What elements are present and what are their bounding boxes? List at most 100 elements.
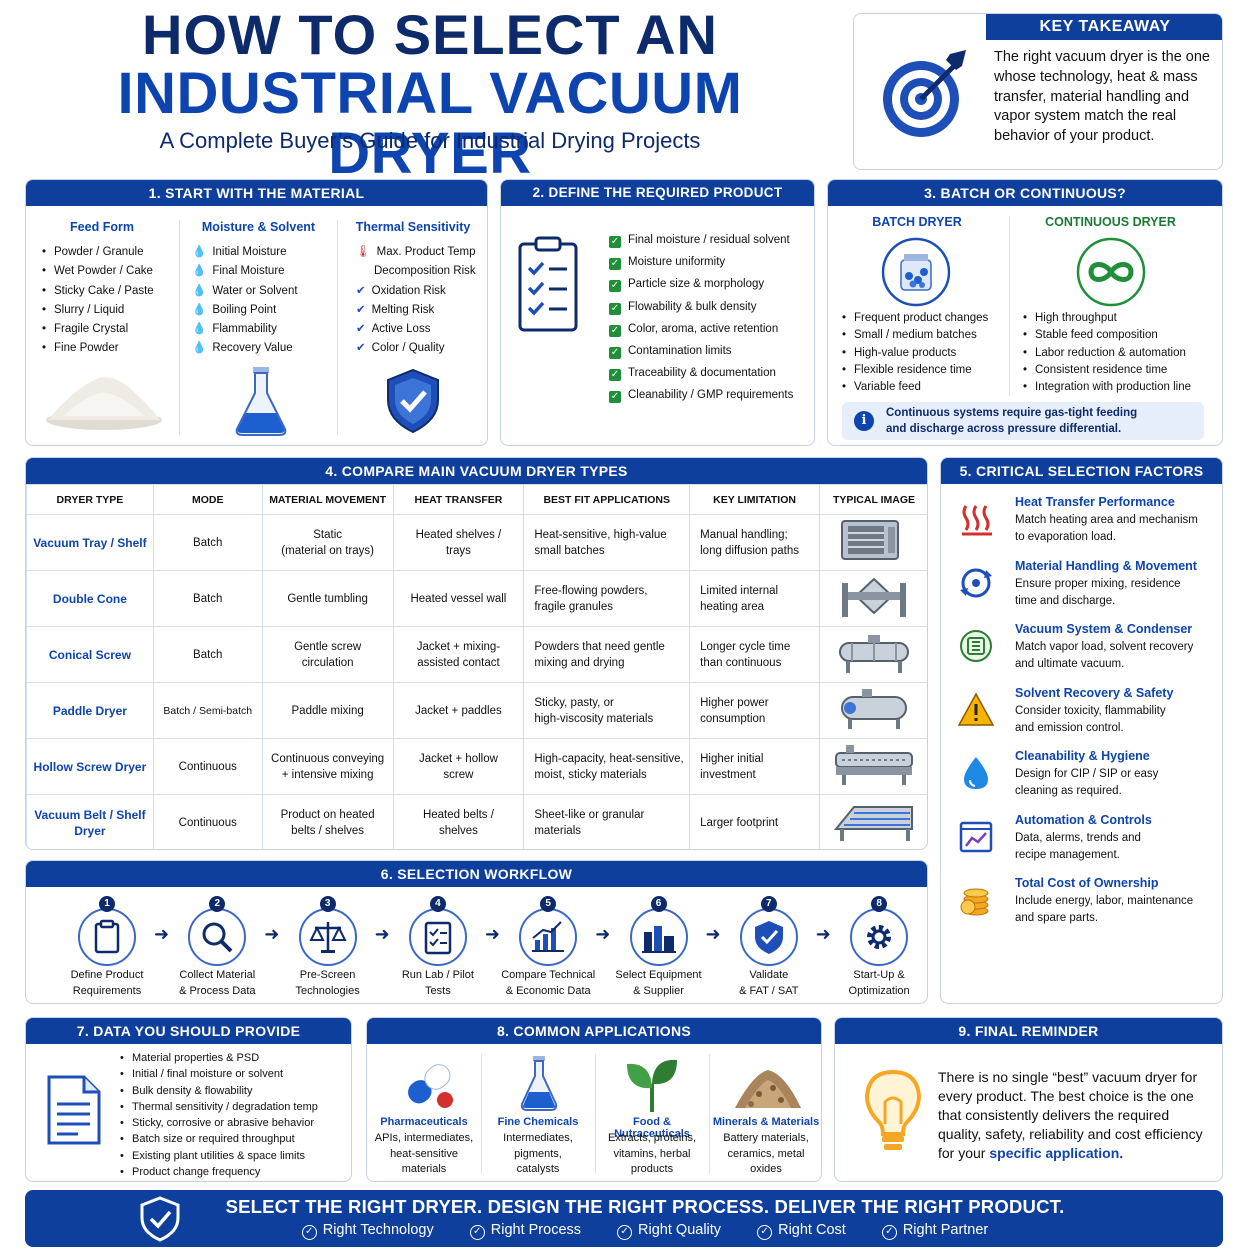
arrow-right-icon: ➜: [705, 924, 721, 944]
check-icon: ✓: [609, 391, 621, 404]
capsule-pill-icon: [408, 1064, 453, 1108]
list-item: Batch size or required throughput: [118, 1131, 318, 1148]
list-item: ✔Color / Quality: [356, 342, 445, 355]
balance-scale-icon: [308, 922, 347, 953]
cell-line: Intermediates,: [503, 1132, 573, 1144]
list-item: 💧Boiling Point: [192, 303, 277, 316]
list-item: Fragile Crystal: [40, 320, 154, 340]
cell-line: than continuous: [700, 656, 782, 669]
check-icon: ✓: [609, 236, 621, 248]
page-title-line2: INDUSTRIAL VACUUM DRYER: [117, 61, 743, 186]
list-item: Flexible residence time: [840, 362, 988, 380]
batch-title: 3. BATCH OR CONTINUOUS?: [828, 180, 1222, 206]
list-item: Small / medium batches: [840, 327, 988, 345]
footer-check-item: ✓Right Process: [469, 1222, 581, 1240]
list-item: Frequent product changes: [840, 310, 988, 328]
reminder-highlight: specific application.: [989, 1145, 1124, 1161]
clipboard-checklist-icon: [518, 236, 578, 332]
cell-line: shelves: [438, 824, 478, 837]
list-item: ✔Oxidation Risk: [356, 284, 446, 297]
cell-line: Design for CIP / SIP or easy: [1015, 768, 1159, 780]
cell-line: ceramics, metal: [727, 1147, 805, 1160]
note-line: and discharge across pressure differenti…: [886, 423, 1122, 435]
list-item: Powder / Granule: [40, 243, 154, 263]
data-provide-panel: 7. DATA YOU SHOULD PROVIDE Material prop…: [25, 1017, 352, 1182]
heat-transfer-cell: Heated shelves /trays: [392, 514, 525, 571]
conical-screw-icon: [839, 635, 909, 673]
table-header: TYPICAL IMAGE: [819, 484, 927, 515]
material-title: 1. START WITH THE MATERIAL: [26, 180, 487, 206]
quality-title: 2. DEFINE THE REQUIRED PRODUCT QUALITY: [501, 180, 814, 226]
continuous-list: High throughput Stable feed composition …: [1021, 310, 1191, 397]
table-header: DRYER TYPE: [26, 484, 154, 515]
list-item: ✓Traceability & documentation: [609, 367, 776, 382]
label-line: Start-Up &: [853, 969, 905, 981]
movement-cell: Static(material on trays): [261, 514, 394, 571]
list-item: Labor reduction & automation: [1021, 345, 1191, 363]
cell-line: time and discharge.: [1015, 594, 1116, 607]
cell-line: mixing and drying: [534, 656, 625, 669]
cell-line: Higher power: [700, 696, 769, 709]
document-icon: [47, 1075, 101, 1145]
cell-line: High-capacity, heat-sensitive,: [534, 752, 684, 765]
label-line: Collect Material: [179, 969, 256, 981]
workflow-step-number: 8: [871, 896, 888, 912]
page-title-line1: HOW TO SELECT AN: [142, 3, 718, 66]
cell-line: Data, alerms, trends and: [1015, 831, 1141, 844]
quality-panel: 2. DEFINE THE REQUIRED PRODUCT QUALITY ✓…: [500, 179, 815, 446]
mode-cell: Batch: [152, 514, 263, 571]
cell-line: Match vapor load, solvent recovery: [1015, 641, 1194, 653]
page-subtitle: A Complete Buyer’s Guide for Industrial …: [159, 128, 701, 153]
list-item: 💧Recovery Value: [192, 342, 293, 355]
flask-icon: [235, 367, 287, 436]
factor-title: Heat Transfer Performance: [1015, 495, 1175, 509]
workflow-step-number: 5: [540, 896, 557, 912]
table-header: MODE: [152, 484, 263, 515]
check-icon: ✔: [356, 323, 366, 336]
dryer-type-cell: Vacuum Tray / Shelf: [26, 514, 154, 571]
cell-line: Conical Screw: [48, 647, 131, 662]
final-reminder-title: 9. FINAL REMINDER: [835, 1018, 1222, 1044]
hollow-screw-icon: [835, 745, 913, 785]
batch-continuous-panel: 3. BATCH OR CONTINUOUS? BATCH DRYER CONT…: [827, 179, 1223, 446]
list-item: Consistent residence time: [1021, 362, 1191, 380]
table-header: MATERIAL MOVEMENT: [261, 484, 394, 515]
typical-image-cell: [819, 794, 927, 849]
list-item: Fine Powder: [40, 339, 154, 359]
material-panel: 1. START WITH THE MATERIAL Feed Form Moi…: [25, 179, 488, 446]
list-item: Decomposition Risk: [374, 265, 476, 278]
list-item: ✓Flowability & bulk density: [609, 300, 757, 315]
cell-line: recipe management.: [1015, 848, 1120, 861]
checklist-icon: [424, 921, 452, 955]
cell-line: circulation: [301, 656, 354, 669]
check-icon: ✓: [609, 258, 621, 271]
list-item: ✔Active Loss: [356, 323, 431, 336]
cell-line: Manual handling;: [700, 528, 788, 541]
mode-cell: Batch: [152, 570, 263, 627]
label-line: & Process Data: [179, 984, 256, 997]
cell-line: investment: [700, 768, 756, 781]
workflow-step-label: Compare Technical& Economic Data: [493, 968, 603, 999]
workflow-step-circle: [850, 908, 909, 966]
cell-line: Jacket + paddles: [415, 704, 502, 717]
dashboard-chart-icon: [959, 821, 993, 852]
workflow-step-label: Collect Material & Process Data: [162, 968, 272, 999]
drop-icon: 💧: [192, 342, 207, 355]
belt-dryer-icon: [833, 806, 913, 841]
list-item: 🌡Max. Product Temp: [356, 246, 476, 258]
check-icon: ✓: [609, 324, 621, 337]
info-icon: i: [854, 411, 874, 431]
cell-line: Jacket + hollow: [418, 752, 498, 765]
list-item: 💧Flammability: [192, 323, 277, 336]
cell-line: long diffusion paths: [700, 544, 800, 557]
